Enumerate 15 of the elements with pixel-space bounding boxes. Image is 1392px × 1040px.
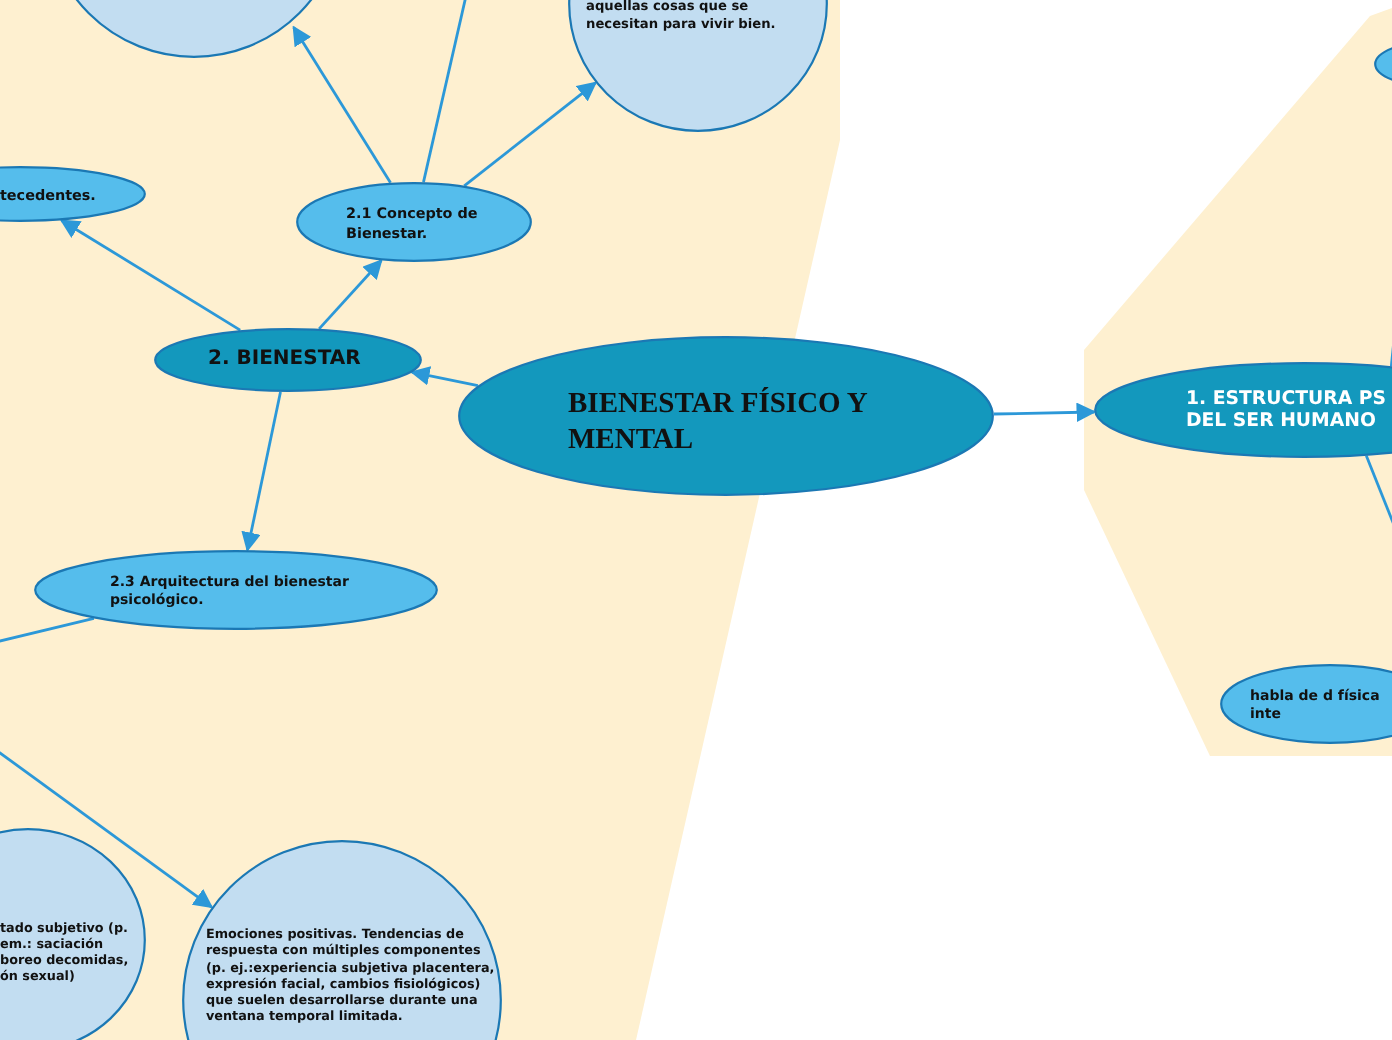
topic-ellipse <box>154 328 422 392</box>
connector-arrow <box>241 391 282 552</box>
connector-arrow <box>318 259 383 330</box>
node-label: 1. ESTRUCTURA PS DEL SER HUMANO <box>1186 388 1388 432</box>
connector-arrow <box>292 25 392 184</box>
connector-arrow <box>59 219 241 332</box>
connector-arrow <box>993 402 1097 423</box>
subtopic-ellipse <box>296 182 532 262</box>
connector-arrow <box>463 81 598 187</box>
node-label: 2. BIENESTAR <box>208 348 363 372</box>
node-label: BIENESTAR FÍSICO Y MENTAL <box>568 386 869 458</box>
subtopic-ellipse <box>34 550 438 630</box>
central-topic-ellipse <box>458 336 994 496</box>
connector-arrow <box>410 366 479 388</box>
connector-arrow <box>0 748 214 909</box>
